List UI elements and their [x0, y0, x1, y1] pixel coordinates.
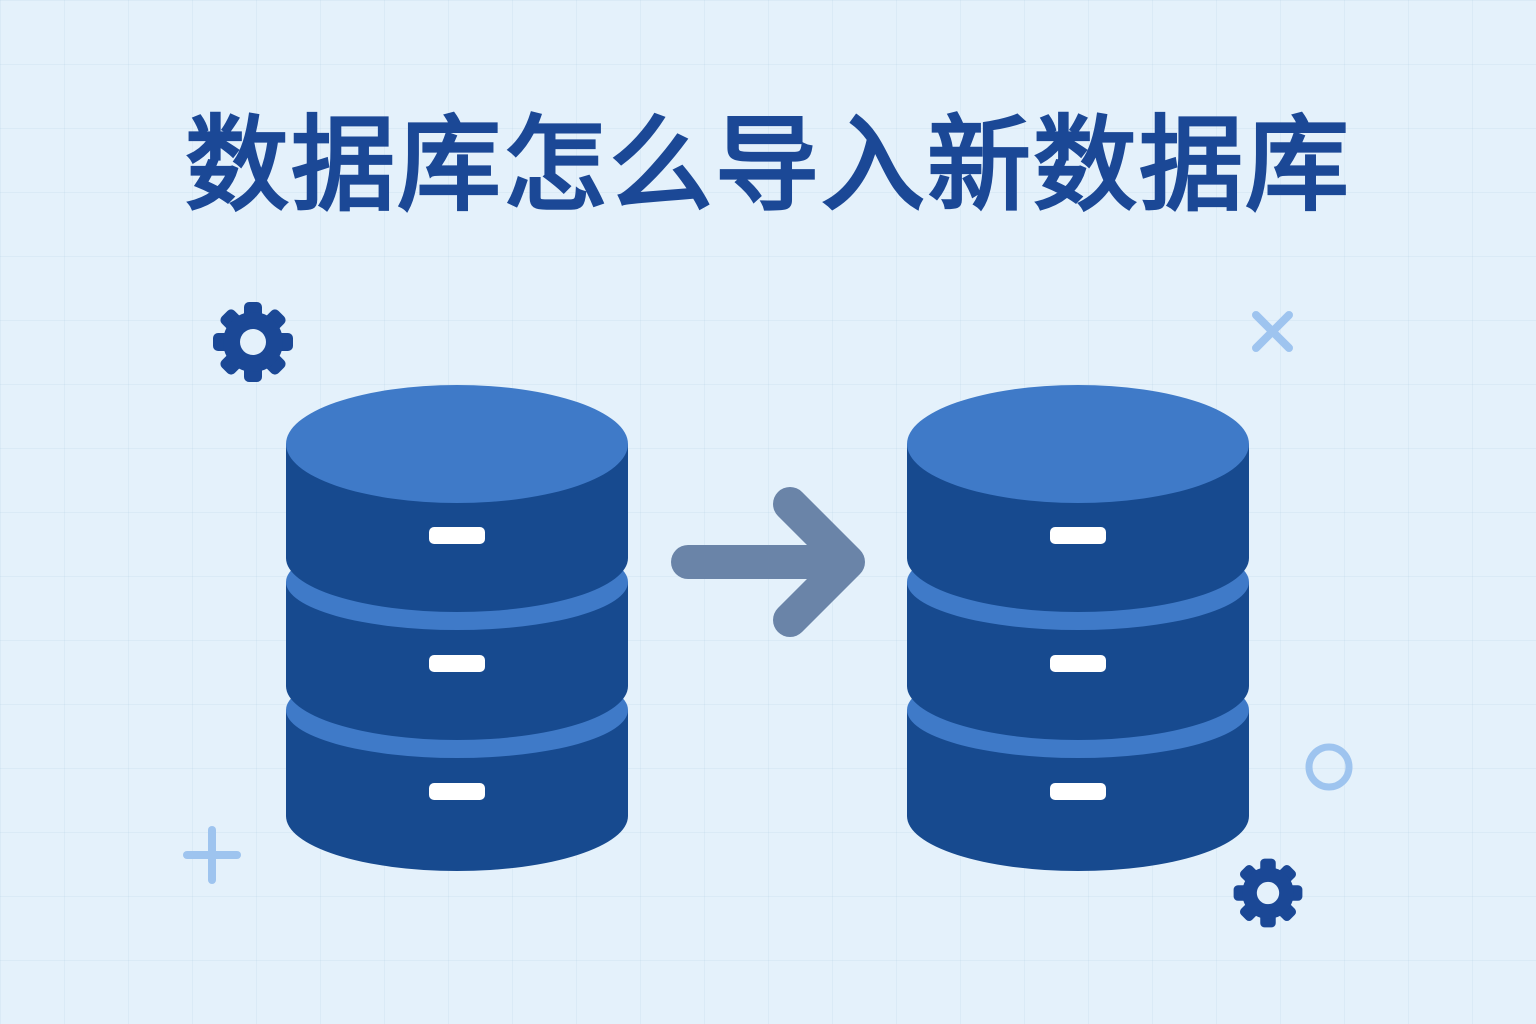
circle-icon — [1305, 743, 1353, 791]
page-title: 数据库怎么导入新数据库 — [184, 104, 1351, 226]
source-database-icon — [286, 385, 628, 871]
arrow-right-icon — [671, 487, 865, 637]
plus-icon — [183, 826, 241, 884]
target-database-icon — [907, 385, 1249, 871]
close-icon — [1252, 311, 1293, 352]
gear-icon — [213, 302, 293, 382]
gear-icon — [1233, 858, 1303, 928]
